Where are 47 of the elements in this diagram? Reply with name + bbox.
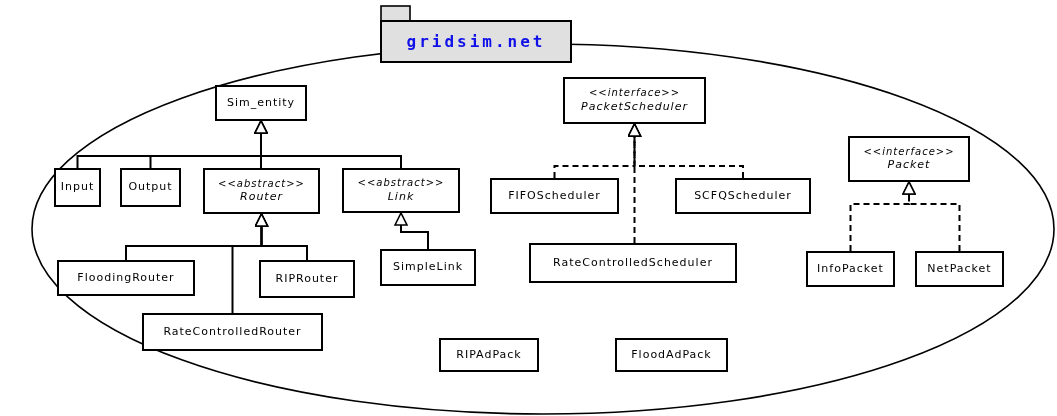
class-box	[915, 251, 1004, 287]
class-name: FloodAdPack	[631, 347, 712, 363]
class-box	[529, 243, 737, 283]
class-box	[57, 260, 195, 296]
class-box	[380, 249, 476, 286]
class-box	[490, 178, 619, 214]
class-name: Output	[128, 180, 173, 195]
class-box	[54, 168, 101, 207]
class-name: RIPRouter	[275, 271, 339, 287]
class-box	[848, 136, 970, 182]
class-box	[615, 338, 728, 372]
class-name: SimpleLink	[392, 260, 464, 275]
class-name: RIPAdPack	[456, 347, 522, 363]
inheritance-arrow	[254, 213, 308, 261]
class-name: RateControlledScheduler	[553, 255, 713, 271]
class-box	[259, 260, 355, 298]
stereotype: <<abstract>>	[218, 176, 305, 191]
class-name: FIFOScheduler	[508, 188, 601, 204]
inheritance-arrow	[627, 123, 642, 244]
class-name: SCFQScheduler	[694, 188, 792, 204]
stereotype: <<abstract>>	[357, 176, 445, 190]
class-name: Input	[60, 180, 95, 195]
class-box	[806, 251, 895, 287]
class-name: NetPacket	[927, 261, 992, 277]
class-name: PacketScheduler	[581, 99, 688, 115]
class-box	[439, 338, 539, 372]
stereotype: <<interface>>	[863, 144, 955, 159]
class-box	[215, 85, 307, 121]
inheritance-arrow	[902, 181, 961, 252]
class-name: Sim_entity	[226, 95, 296, 111]
class-box	[675, 178, 811, 214]
class-box	[342, 168, 460, 213]
inheritance-arrow	[394, 212, 429, 250]
class-name: InfoPacket	[817, 261, 884, 277]
class-box	[120, 168, 181, 207]
inheritance-arrow	[254, 120, 402, 169]
class-box	[203, 168, 320, 214]
package-ellipse	[30, 5, 1057, 416]
class-box	[563, 77, 706, 124]
class-name: FloodingRouter	[77, 270, 175, 286]
class-name: Router	[240, 190, 283, 206]
package-name: gridsim.net	[380, 20, 572, 63]
stereotype: <<interface>>	[588, 86, 681, 100]
class-name: Link	[387, 189, 415, 205]
class-name: RateControlledRouter	[163, 324, 302, 340]
class-box	[142, 313, 323, 351]
class-name: Packet	[887, 158, 931, 174]
